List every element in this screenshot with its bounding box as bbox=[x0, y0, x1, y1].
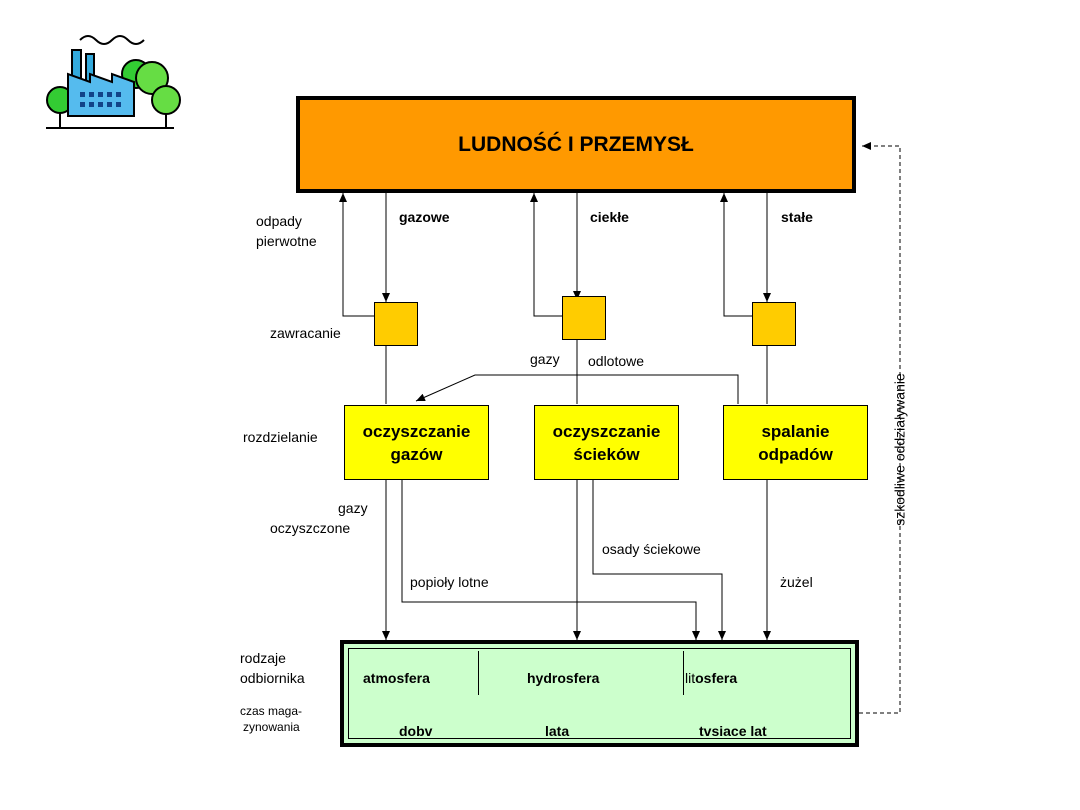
waste-incineration-line-2: odpadów bbox=[758, 444, 833, 464]
primary-waste-label-2: pierwotne bbox=[256, 233, 317, 249]
time-atmosphere: dobv bbox=[399, 723, 433, 739]
receiver-hydrosphere: hydrosfera bbox=[527, 670, 600, 686]
receivers-box: atmosfera hydrosfera litosfera dobv lata… bbox=[340, 640, 859, 747]
receiver-divider-2 bbox=[683, 651, 684, 695]
lithosphere-prefix: lit bbox=[685, 670, 696, 686]
sewage-treatment-line-2: ścieków bbox=[573, 444, 640, 464]
time-lithosphere: tvsiace lat bbox=[699, 723, 767, 739]
population-industry-title: LUDNOŚĆ I PRZEMYSŁ bbox=[458, 132, 694, 156]
gas-treatment-line-2: gazów bbox=[390, 444, 443, 464]
gaseous-label: gazowe bbox=[399, 209, 450, 225]
receiver-types-label-1: rodzaje bbox=[240, 650, 286, 666]
receiver-atmosphere: atmosfera bbox=[363, 670, 430, 686]
time-hydrosphere: lata bbox=[545, 723, 570, 739]
lithosphere-suffix: osfera bbox=[695, 670, 738, 686]
receiver-types-label-2: odbiornika bbox=[240, 670, 305, 686]
cleaned-gases-label-2: oczyszczone bbox=[270, 520, 351, 536]
recycling-box-liquid bbox=[562, 296, 606, 340]
receiver-lithosphere: litosfera bbox=[685, 669, 737, 688]
sewage-sludge-label: osady ściekowe bbox=[602, 541, 701, 557]
gas-treatment-box: oczyszczanie gazów bbox=[344, 405, 489, 480]
receiver-divider-1 bbox=[478, 651, 479, 695]
sewage-treatment-line-1: oczyszczanie bbox=[552, 421, 661, 441]
fly-ash-label: popioły lotne bbox=[410, 574, 489, 590]
recycling-box-solid bbox=[752, 302, 796, 346]
exhaust-off-label: odlotowe bbox=[588, 353, 645, 369]
recycling-label: zawracanie bbox=[270, 325, 341, 341]
recycling-box-gas bbox=[374, 302, 418, 346]
exhaust-gases-label: gazy bbox=[530, 351, 560, 367]
gas-treatment-line-1: oczyszczanie bbox=[362, 421, 471, 441]
separation-label: rozdzielanie bbox=[243, 429, 318, 445]
harmful-impact-label: szkodliwe oddziaływanie bbox=[891, 373, 908, 526]
solid-label: stałe bbox=[781, 209, 813, 225]
receivers-inner-frame: atmosfera hydrosfera litosfera dobv lata… bbox=[348, 648, 851, 739]
waste-incineration-line-1: spalanie bbox=[761, 421, 830, 441]
cleaned-gases-label-1: gazy bbox=[338, 500, 368, 516]
population-industry-box: LUDNOŚĆ I PRZEMYSŁ bbox=[296, 96, 856, 193]
liquid-label: ciekłe bbox=[590, 209, 629, 225]
factory-icon bbox=[44, 30, 184, 130]
slag-label: żużel bbox=[780, 574, 813, 590]
sewage-treatment-box: oczyszczanie ścieków bbox=[534, 405, 679, 480]
waste-incineration-box: spalanie odpadów bbox=[723, 405, 868, 480]
storage-time-label-2: zynowania bbox=[243, 720, 300, 734]
storage-time-label-1: czas maga- bbox=[240, 704, 303, 718]
primary-waste-label-1: odpady bbox=[256, 213, 302, 229]
